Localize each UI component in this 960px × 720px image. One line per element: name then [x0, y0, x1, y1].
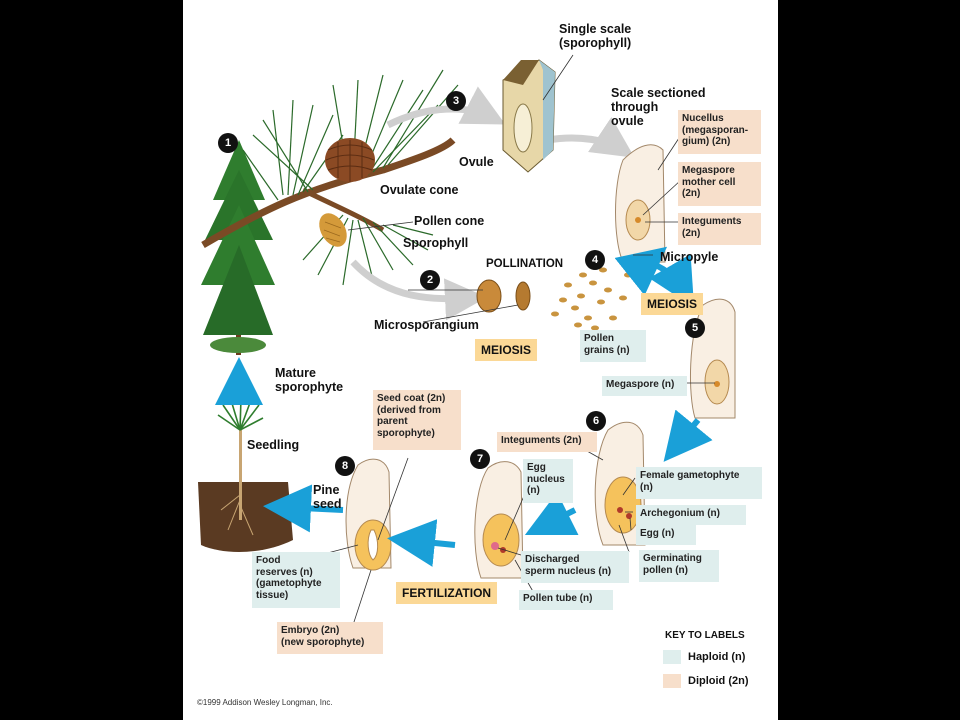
key-haploid-swatch: [663, 650, 681, 664]
step-8-marker: 8: [335, 456, 355, 476]
label-pine-seed: Pine seed: [313, 483, 342, 511]
ovule-megaspore: [690, 298, 736, 419]
box-integuments-top: Integuments (2n): [678, 213, 761, 245]
box-female-gametophyte: Female gametophyte (n): [636, 467, 762, 499]
label-ovule: Ovule: [459, 155, 494, 169]
blue-arrows: [215, 246, 713, 567]
label-microsporangium: Microsporangium: [374, 318, 479, 332]
box-embryo: Embryo (2n) (new sporophyte): [277, 622, 383, 654]
stage-meiosis-right: MEIOSIS: [641, 293, 704, 315]
gray-arrows: [350, 86, 635, 321]
label-seedling: Seedling: [247, 438, 300, 452]
box-egg-nucleus: Egg nucleus (n): [523, 459, 573, 503]
box-pollen-tube: Pollen tube (n): [519, 590, 613, 610]
step-6-marker: 6: [586, 411, 606, 431]
single-scale-sporophyll: [502, 59, 556, 173]
seedling-illustration: [198, 397, 293, 552]
leader-lines: [319, 54, 715, 626]
key-diploid-swatch: [663, 674, 681, 688]
step-3-marker: 3: [446, 91, 466, 111]
ovule-section-top: [615, 144, 666, 263]
step-4-marker: 4: [585, 250, 605, 270]
step-5-marker: 5: [685, 318, 705, 338]
label-pollen-cone: Pollen cone: [414, 214, 485, 228]
key-title: KEY TO LABELS: [665, 630, 745, 641]
label-ovulate-cone: Ovulate cone: [380, 183, 459, 197]
label-micropyle: Micropyle: [660, 250, 719, 264]
box-pollen-grains: Pollen grains (n): [580, 330, 646, 362]
diagram-panel: 1 2 3 4 5 6 7 8 Single scale (sporophyll…: [183, 0, 778, 720]
box-food-reserves: Food reserves (n) (gametophyte tissue): [252, 552, 340, 608]
box-integuments-mid: Integuments (2n): [497, 432, 597, 452]
step-1-marker: 1: [218, 133, 238, 153]
box-germinating-pollen: Germinating pollen (n): [639, 550, 719, 582]
box-discharged-sperm-nucleus: Discharged sperm nucleus (n): [521, 551, 629, 583]
box-megaspore-mother-cell: Megaspore mother cell (2n): [678, 162, 761, 206]
pine-life-cycle-illustration: [198, 54, 736, 626]
label-single-scale: Single scale (sporophyll): [559, 22, 632, 50]
copyright-notice: ©1999 Addison Wesley Longman, Inc.: [197, 698, 333, 707]
step-2-marker: 2: [420, 270, 440, 290]
key-haploid-label: Haploid (n): [688, 651, 746, 663]
pollen-cone: [319, 213, 347, 247]
label-sporophyll: Sporophyll: [403, 236, 469, 250]
ovulate-cone: [325, 138, 375, 182]
key-diploid-label: Diploid (2n): [688, 675, 749, 687]
box-archegonium: Archegonium (n): [636, 505, 746, 525]
step-7-marker: 7: [470, 449, 490, 469]
stage-pollination: POLLINATION: [486, 258, 564, 270]
mature-pine-tree: [201, 140, 275, 355]
microsporangium-illustration: [476, 279, 531, 313]
label-mature-sporophyte: Mature sporophyte: [275, 366, 344, 394]
box-egg: Egg (n): [636, 525, 696, 545]
stage-fertilization: FERTILIZATION: [396, 582, 498, 604]
ovule-fertilization: [474, 461, 524, 579]
label-scale-sectioned: Scale sectioned through ovule: [611, 86, 706, 128]
pollen-grains-illustration: [551, 259, 642, 339]
box-nucellus: Nucellus (megasporan- gium) (2n): [678, 110, 761, 154]
stage-meiosis-left: MEIOSIS: [475, 339, 538, 361]
box-megaspore: Megaspore (n): [602, 376, 687, 396]
pine-seed-illustration: [345, 458, 392, 571]
box-seed-coat: Seed coat (2n) (derived from parent spor…: [373, 390, 461, 450]
